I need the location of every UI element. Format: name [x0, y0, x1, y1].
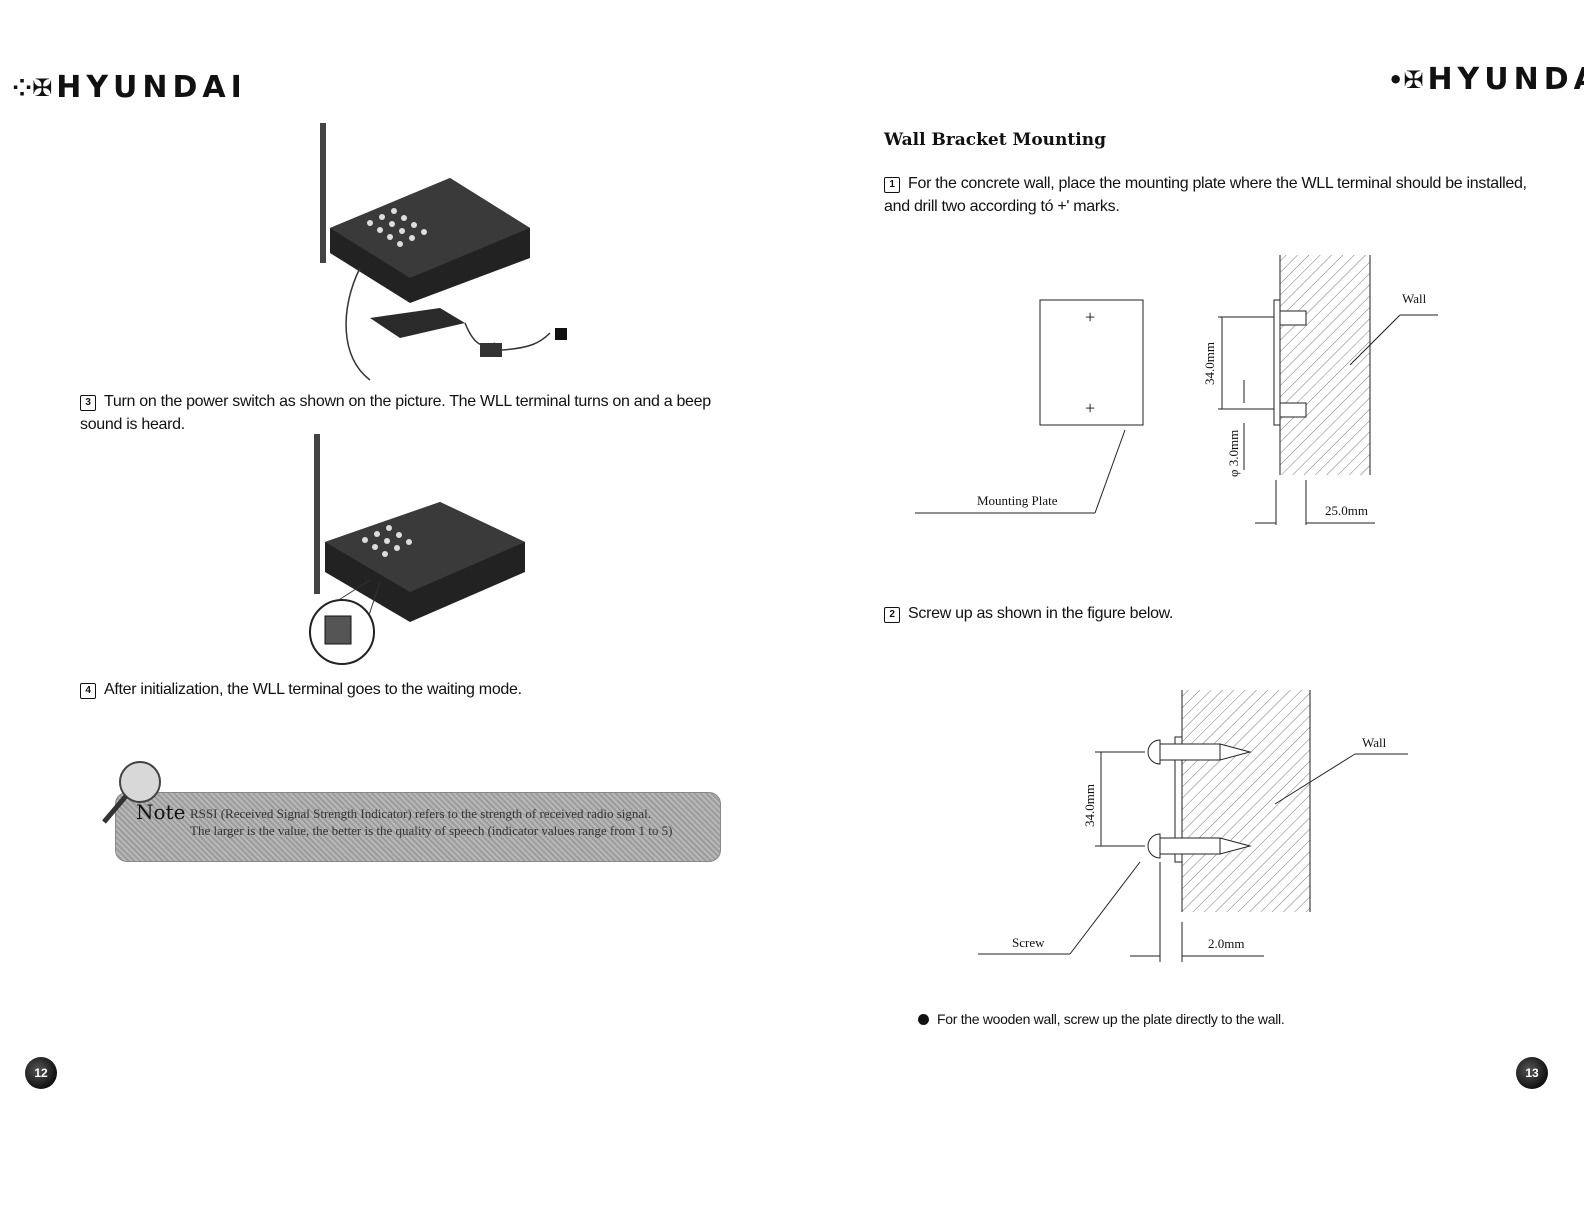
step-number: 4 — [80, 683, 96, 699]
keypad — [362, 525, 412, 557]
power-switch — [324, 615, 352, 645]
mounting-plate-label: Mounting Plate — [977, 493, 1058, 508]
phone-top — [325, 502, 525, 592]
bullet-dot-icon — [918, 1014, 929, 1025]
note-box — [115, 792, 721, 862]
dim-hole-label: φ 3.0mm — [1226, 430, 1241, 477]
plate-edge — [1174, 736, 1183, 863]
hyundai-emblem-icon: ⁘✠ — [12, 73, 53, 102]
logo-text: HYUNDA — [1427, 62, 1584, 97]
note-line-2: The larger is the value, the better is t… — [190, 823, 673, 838]
wall-label: Wall — [1402, 291, 1427, 306]
anchor-top — [1279, 310, 1307, 326]
cable — [345, 267, 371, 381]
phone-power-switch-illustration — [309, 434, 525, 665]
screw-diagram: 34.0mm 2.0mm Screw Wall — [978, 690, 1408, 962]
anchor-bottom — [1279, 402, 1307, 418]
step-text: For the concrete wall, place the mountin… — [884, 175, 1527, 215]
keypad — [367, 208, 427, 247]
note-label: Note — [136, 800, 186, 824]
antenna — [314, 434, 320, 594]
note-text: RSSI (Received Signal Strength Indicator… — [190, 805, 720, 839]
dim-depth-label: 25.0mm — [1325, 503, 1368, 518]
plug — [555, 328, 567, 340]
wall-section — [1280, 255, 1370, 475]
dim-vertical-label: 34.0mm — [1082, 784, 1097, 827]
page-number-right: 13 — [1516, 1057, 1548, 1089]
wall-label: Wall — [1362, 735, 1387, 750]
plus-mark-top: + — [1085, 307, 1095, 327]
screw-head-top — [1147, 739, 1161, 765]
plate-edge — [1273, 299, 1281, 426]
logo-text: HYUNDAI — [56, 70, 247, 105]
step-text: Turn on the power switch as shown on the… — [80, 393, 711, 433]
hyundai-logo-right: •✠ HYUNDA — [1388, 62, 1584, 97]
dim-vertical-label: 34.0mm — [1202, 342, 1217, 385]
plus-mark-bottom: + — [1085, 398, 1095, 418]
screw-head-bottom — [1147, 833, 1161, 859]
screw-label: Screw — [1012, 935, 1045, 950]
mounting-plate-diagram: + + Mounting Plate 34.0mm φ 3.0mm 25.0mm… — [915, 255, 1438, 525]
hyundai-emblem-icon: •✠ — [1388, 65, 1424, 94]
step-4: 4 After initialization, the WLL terminal … — [80, 678, 730, 701]
bullet-text: For the wooden wall, screw up the plate … — [937, 1011, 1285, 1027]
phone-with-adapter-illustration — [320, 123, 567, 381]
dim-gap-label: 2.0mm — [1208, 936, 1244, 951]
note-line-1: RSSI (Received Signal Strength Indicator… — [190, 806, 652, 821]
step-2: 2 Screw up as shown in the figure below. — [884, 602, 1534, 625]
battery-pack — [370, 308, 465, 338]
wooden-wall-note: For the wooden wall, screw up the plate … — [918, 1011, 1285, 1027]
antenna — [320, 123, 326, 263]
phone-top — [330, 178, 530, 278]
step-text: Screw up as shown in the figure below. — [908, 605, 1174, 622]
step-number: 1 — [884, 177, 900, 193]
section-heading: Wall Bracket Mounting — [884, 130, 1106, 150]
hyundai-logo-left: ⁘✠ HYUNDAI — [12, 70, 247, 105]
power-adapter — [480, 343, 502, 357]
page-number-left: 12 — [25, 1057, 57, 1089]
wall-section — [1182, 690, 1310, 912]
mounting-plate — [1039, 299, 1144, 426]
step-number: 2 — [884, 607, 900, 623]
step-number: 3 — [80, 395, 96, 411]
magnifier-icon — [102, 761, 161, 824]
step-text: After initialization, the WLL terminal g… — [104, 681, 522, 698]
